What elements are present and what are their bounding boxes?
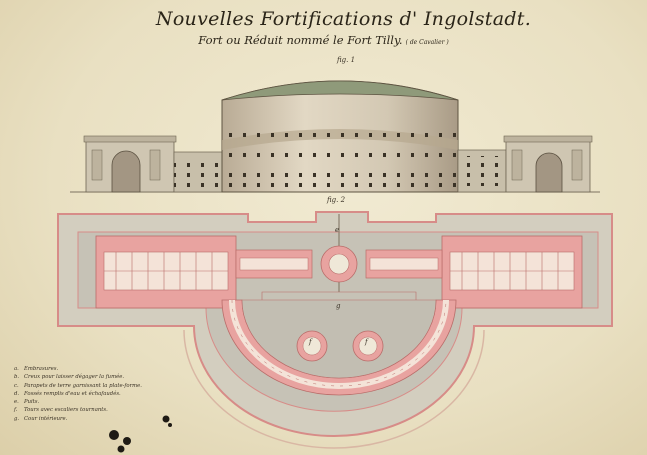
subtitle-text: Fort ou Réduit nommé le Fort Tilly. [198,33,403,47]
plan-label-top: e [335,226,340,234]
legend-item: d.Fossés remplis d'eau et échafaudés. [14,390,121,397]
plan-label-tower-left: f [309,338,312,346]
drawing-subtitle: Fort ou Réduit nommé le Fort Tilly.( de … [0,33,647,47]
plan-view [57,211,613,449]
legend: a.Embrasures. b.Creux pour laisser dégag… [14,365,142,423]
plan-label-court: g [336,302,341,310]
drawing-title: Nouvelles Fortifications d' Ingolstadt. [155,8,532,30]
left-gatehouse [83,135,177,193]
right-gatehouse [503,135,593,193]
stair-towers [296,330,384,362]
legend-item: c.Parapets de terre garnissant la plate-… [14,382,142,389]
legend-item: a.Embrasures. [14,366,59,372]
ink-stains [109,415,172,453]
left-casemate-wing [95,235,237,309]
right-casemate-wing [441,235,583,309]
legend-item: e.Puits. [14,399,40,406]
elevation-view [70,80,600,193]
legend-item: f.Tours avec escaliers tournants. [14,407,108,414]
figure-2-label: fig. 2 [327,196,346,204]
figure-1-label: fig. 1 [337,56,356,64]
central-tower [221,80,459,193]
subtitle-note: ( de Cavalier ) [405,39,449,46]
legend-item: g.Cour intérieure. [14,415,68,422]
plan-label-tower-right: f [365,338,368,346]
legend-item: b.Creux pour laisser dégager la fumée. [14,374,125,381]
